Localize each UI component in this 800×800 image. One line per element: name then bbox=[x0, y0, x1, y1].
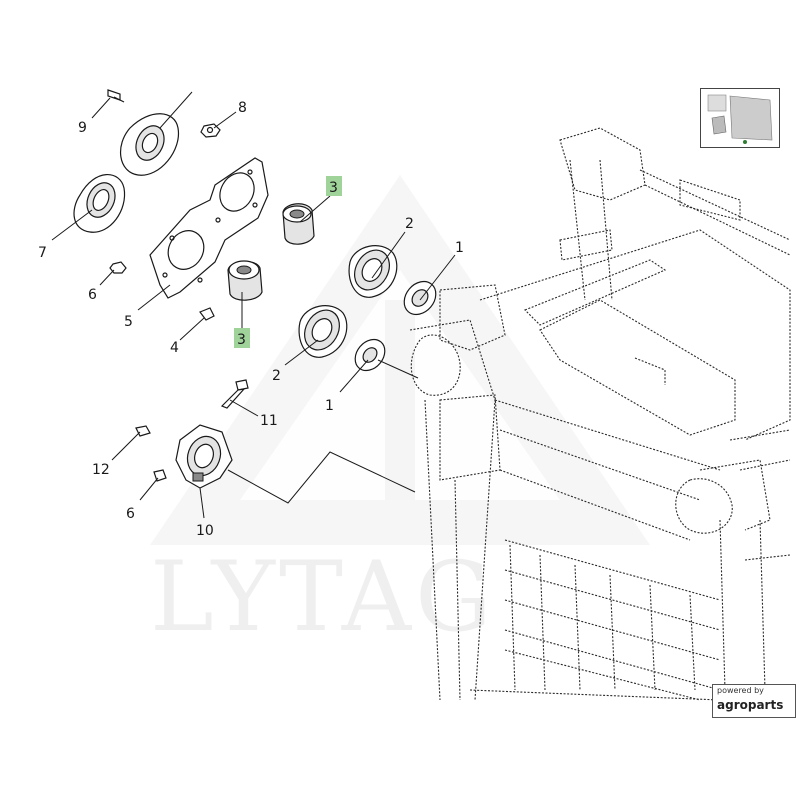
watermark: LYTAG bbox=[150, 270, 560, 653]
watermark-text: LYTAG bbox=[150, 541, 496, 653]
callout-3-lower[interactable]: 3 bbox=[237, 332, 246, 348]
callout-4[interactable]: 4 bbox=[170, 340, 179, 356]
part-3-bearing-upper bbox=[282, 203, 315, 245]
part-4-pin bbox=[199, 307, 215, 321]
badge-powered-by: powered by bbox=[717, 686, 764, 695]
baler-frame-outline bbox=[409, 127, 791, 701]
part-3-bearing-lower bbox=[227, 260, 263, 301]
part-11-bolt bbox=[220, 379, 249, 409]
bearing-flange-upper bbox=[119, 113, 180, 176]
part-1-seal-lower bbox=[354, 338, 386, 372]
part-5-mounting-plate bbox=[149, 157, 269, 299]
callout-9[interactable]: 9 bbox=[78, 120, 87, 136]
agroparts-badge[interactable]: powered by agroparts bbox=[712, 684, 796, 718]
callout-2-upper[interactable]: 2 bbox=[405, 216, 414, 232]
part-7-flange-plate bbox=[73, 174, 126, 233]
overview-thumbnail-drawing bbox=[707, 94, 773, 144]
overview-thumbnail[interactable] bbox=[700, 88, 780, 148]
callout-11[interactable]: 11 bbox=[260, 413, 278, 429]
part-6-nut-lower bbox=[153, 469, 167, 482]
callout-1-upper[interactable]: 1 bbox=[455, 240, 464, 256]
callout-3-upper[interactable]: 3 bbox=[329, 180, 338, 196]
callout-5[interactable]: 5 bbox=[124, 314, 133, 330]
badge-brand: agroparts bbox=[717, 698, 784, 712]
callout-7[interactable]: 7 bbox=[38, 245, 47, 261]
part-9-bolt bbox=[107, 89, 125, 103]
callout-12[interactable]: 12 bbox=[92, 462, 110, 478]
part-2-housing-lower bbox=[298, 305, 348, 358]
callout-2-lower[interactable]: 2 bbox=[272, 368, 281, 384]
leader-lines bbox=[51, 91, 456, 519]
callout-6[interactable]: 6 bbox=[88, 287, 97, 303]
highlight-box bbox=[234, 328, 250, 348]
highlight-box bbox=[326, 176, 342, 196]
part-2-housing-upper bbox=[348, 245, 398, 298]
part-10-bearing-unit bbox=[175, 424, 233, 489]
callout-1-lower[interactable]: 1 bbox=[325, 398, 334, 414]
callout-6-lower[interactable]: 6 bbox=[126, 506, 135, 522]
callout-10[interactable]: 10 bbox=[196, 523, 214, 539]
callout-8[interactable]: 8 bbox=[238, 100, 247, 116]
callout-numbers: 9 8 7 6 5 4 3 3 2 2 1 1 11 12 6 10 bbox=[38, 100, 464, 539]
